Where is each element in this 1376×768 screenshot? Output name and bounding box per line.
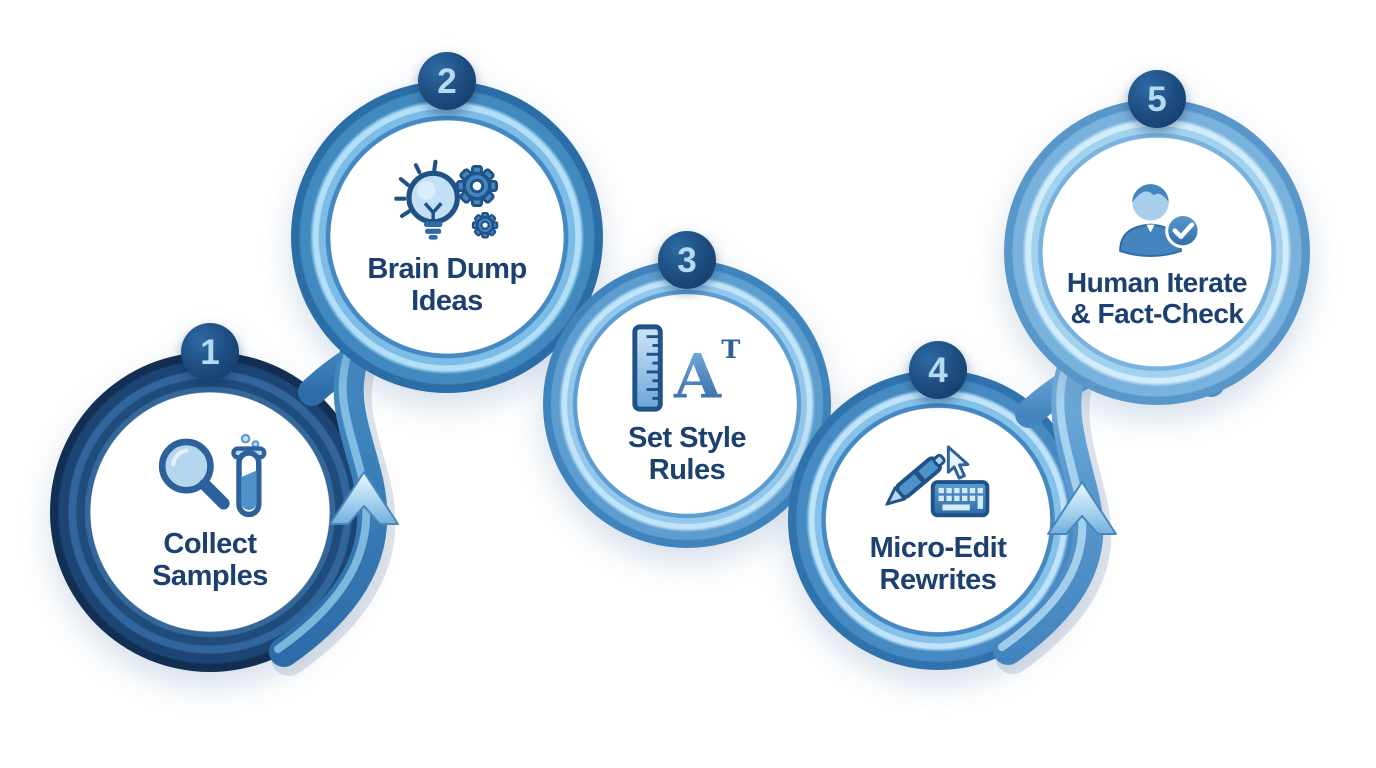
step-number-badge: 2 — [418, 52, 476, 110]
step-3-content: A T Set Style Rules — [576, 293, 798, 515]
pen-cursor-keyboard-icon — [885, 445, 990, 518]
ruler-letter-icon: A T — [632, 324, 741, 412]
step-number-badge: 4 — [909, 341, 967, 399]
step-5-content: Human Iterate & Fact-Check — [1039, 134, 1275, 370]
step-label: Collect Samples — [152, 528, 268, 592]
person-check-icon — [1119, 184, 1202, 258]
svg-text:T: T — [722, 335, 741, 365]
step-3-ring — [543, 260, 831, 548]
svg-text:A: A — [673, 341, 722, 412]
step-label: Micro-Edit Rewrites — [869, 532, 1007, 596]
lightbulb-gears-icon — [394, 159, 499, 240]
step-number-badge: 3 — [658, 231, 716, 289]
step-label: Brain Dump Ideas — [367, 253, 527, 317]
step-3-node: A T Set Style Rules 3 — [543, 231, 831, 548]
step-5-node: Human Iterate & Fact-Check 5 — [1004, 70, 1310, 405]
magnifier-test-tube-icon — [158, 433, 266, 518]
step-2-content: Brain Dump Ideas — [327, 117, 567, 357]
step-1-node: Collect Samples 1 — [50, 323, 370, 672]
step-number-badge: 1 — [181, 323, 239, 381]
step-1-content: Collect Samples — [87, 389, 333, 635]
step-number-badge: 5 — [1128, 70, 1186, 128]
step-label: Human Iterate & Fact-Check — [1066, 267, 1248, 329]
step-4-content: Micro-Edit Rewrites — [823, 405, 1054, 636]
step-label: Set Style Rules — [628, 422, 747, 486]
step-4-node: Micro-Edit Rewrites 4 — [788, 341, 1088, 670]
